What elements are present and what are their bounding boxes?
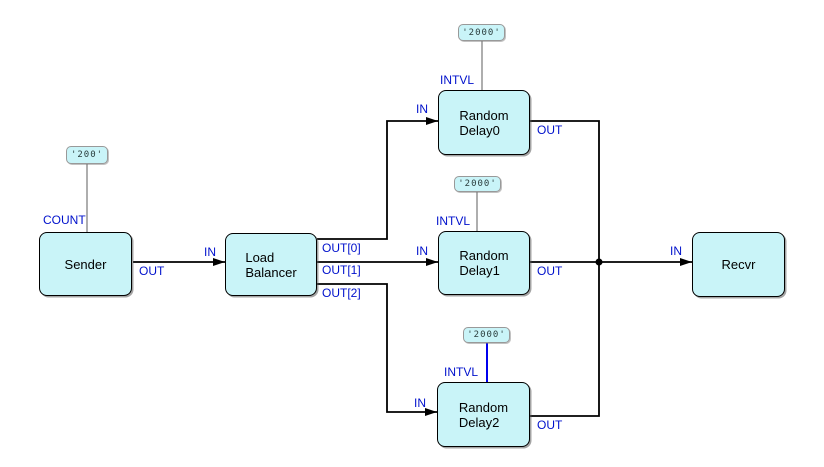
- block-load-balancer[interactable]: Load Balancer: [225, 233, 317, 296]
- port-label-delay0-out: OUT: [537, 123, 563, 137]
- block-random-delay2[interactable]: Random Delay2: [437, 382, 530, 447]
- wire-delay0-out-to-junction[interactable]: [530, 120, 600, 262]
- param-label-count: COUNT: [43, 213, 86, 227]
- port-label-delay1-out: OUT: [537, 264, 563, 278]
- port-label-delay0-in: IN: [416, 102, 428, 116]
- block-title: Random Delay0: [459, 107, 509, 138]
- port-label-loadbalancer-out2: OUT[2]: [322, 286, 361, 300]
- wire-loadbalancer-out2-to-delay2[interactable]: [317, 283, 437, 416]
- param-value: '2000': [458, 179, 497, 189]
- param-badge-delay0-intvl[interactable]: '2000': [458, 24, 505, 41]
- block-random-delay0[interactable]: Random Delay0: [438, 90, 530, 155]
- param-label-intvl0: INTVL: [440, 73, 475, 87]
- param-value: '2000': [462, 27, 501, 38]
- port-label-loadbalancer-out0: OUT[0]: [322, 241, 361, 255]
- block-recvr[interactable]: Recvr: [692, 232, 785, 297]
- port-label-delay2-in: IN: [414, 396, 426, 410]
- port-label-delay2-out: OUT: [537, 418, 563, 432]
- block-title: Sender: [64, 256, 107, 272]
- param-value: '200': [70, 150, 104, 160]
- param-value: '2000': [467, 330, 506, 340]
- port-label-delay1-in: IN: [416, 244, 428, 258]
- port-label-loadbalancer-out1: OUT[1]: [322, 263, 361, 277]
- block-title: Random Delay1: [459, 248, 509, 278]
- port-label-recvr-in: IN: [670, 244, 682, 258]
- block-title: Load Balancer: [245, 249, 297, 280]
- block-sender[interactable]: Sender: [39, 232, 132, 296]
- param-label-intvl1: INTVL: [436, 214, 471, 228]
- block-title: Random Delay2: [458, 399, 509, 430]
- param-label-intvl2: INTVL: [444, 365, 479, 379]
- wire-loadbalancer-out0-to-delay0[interactable]: [317, 117, 438, 240]
- param-badge-delay1-intvl[interactable]: '2000': [454, 176, 501, 192]
- param-badge-sender-count[interactable]: '200': [66, 146, 108, 164]
- param-badge-delay2-intvl[interactable]: '2000': [463, 327, 510, 343]
- block-random-delay1[interactable]: Random Delay1: [438, 231, 530, 295]
- port-label-sender-out: OUT: [139, 264, 165, 278]
- port-label-loadbalancer-in: IN: [204, 245, 216, 259]
- junction-dot: [595, 258, 603, 266]
- block-title: Recvr: [721, 257, 756, 272]
- wire-delay2-out-to-junction[interactable]: [530, 262, 600, 417]
